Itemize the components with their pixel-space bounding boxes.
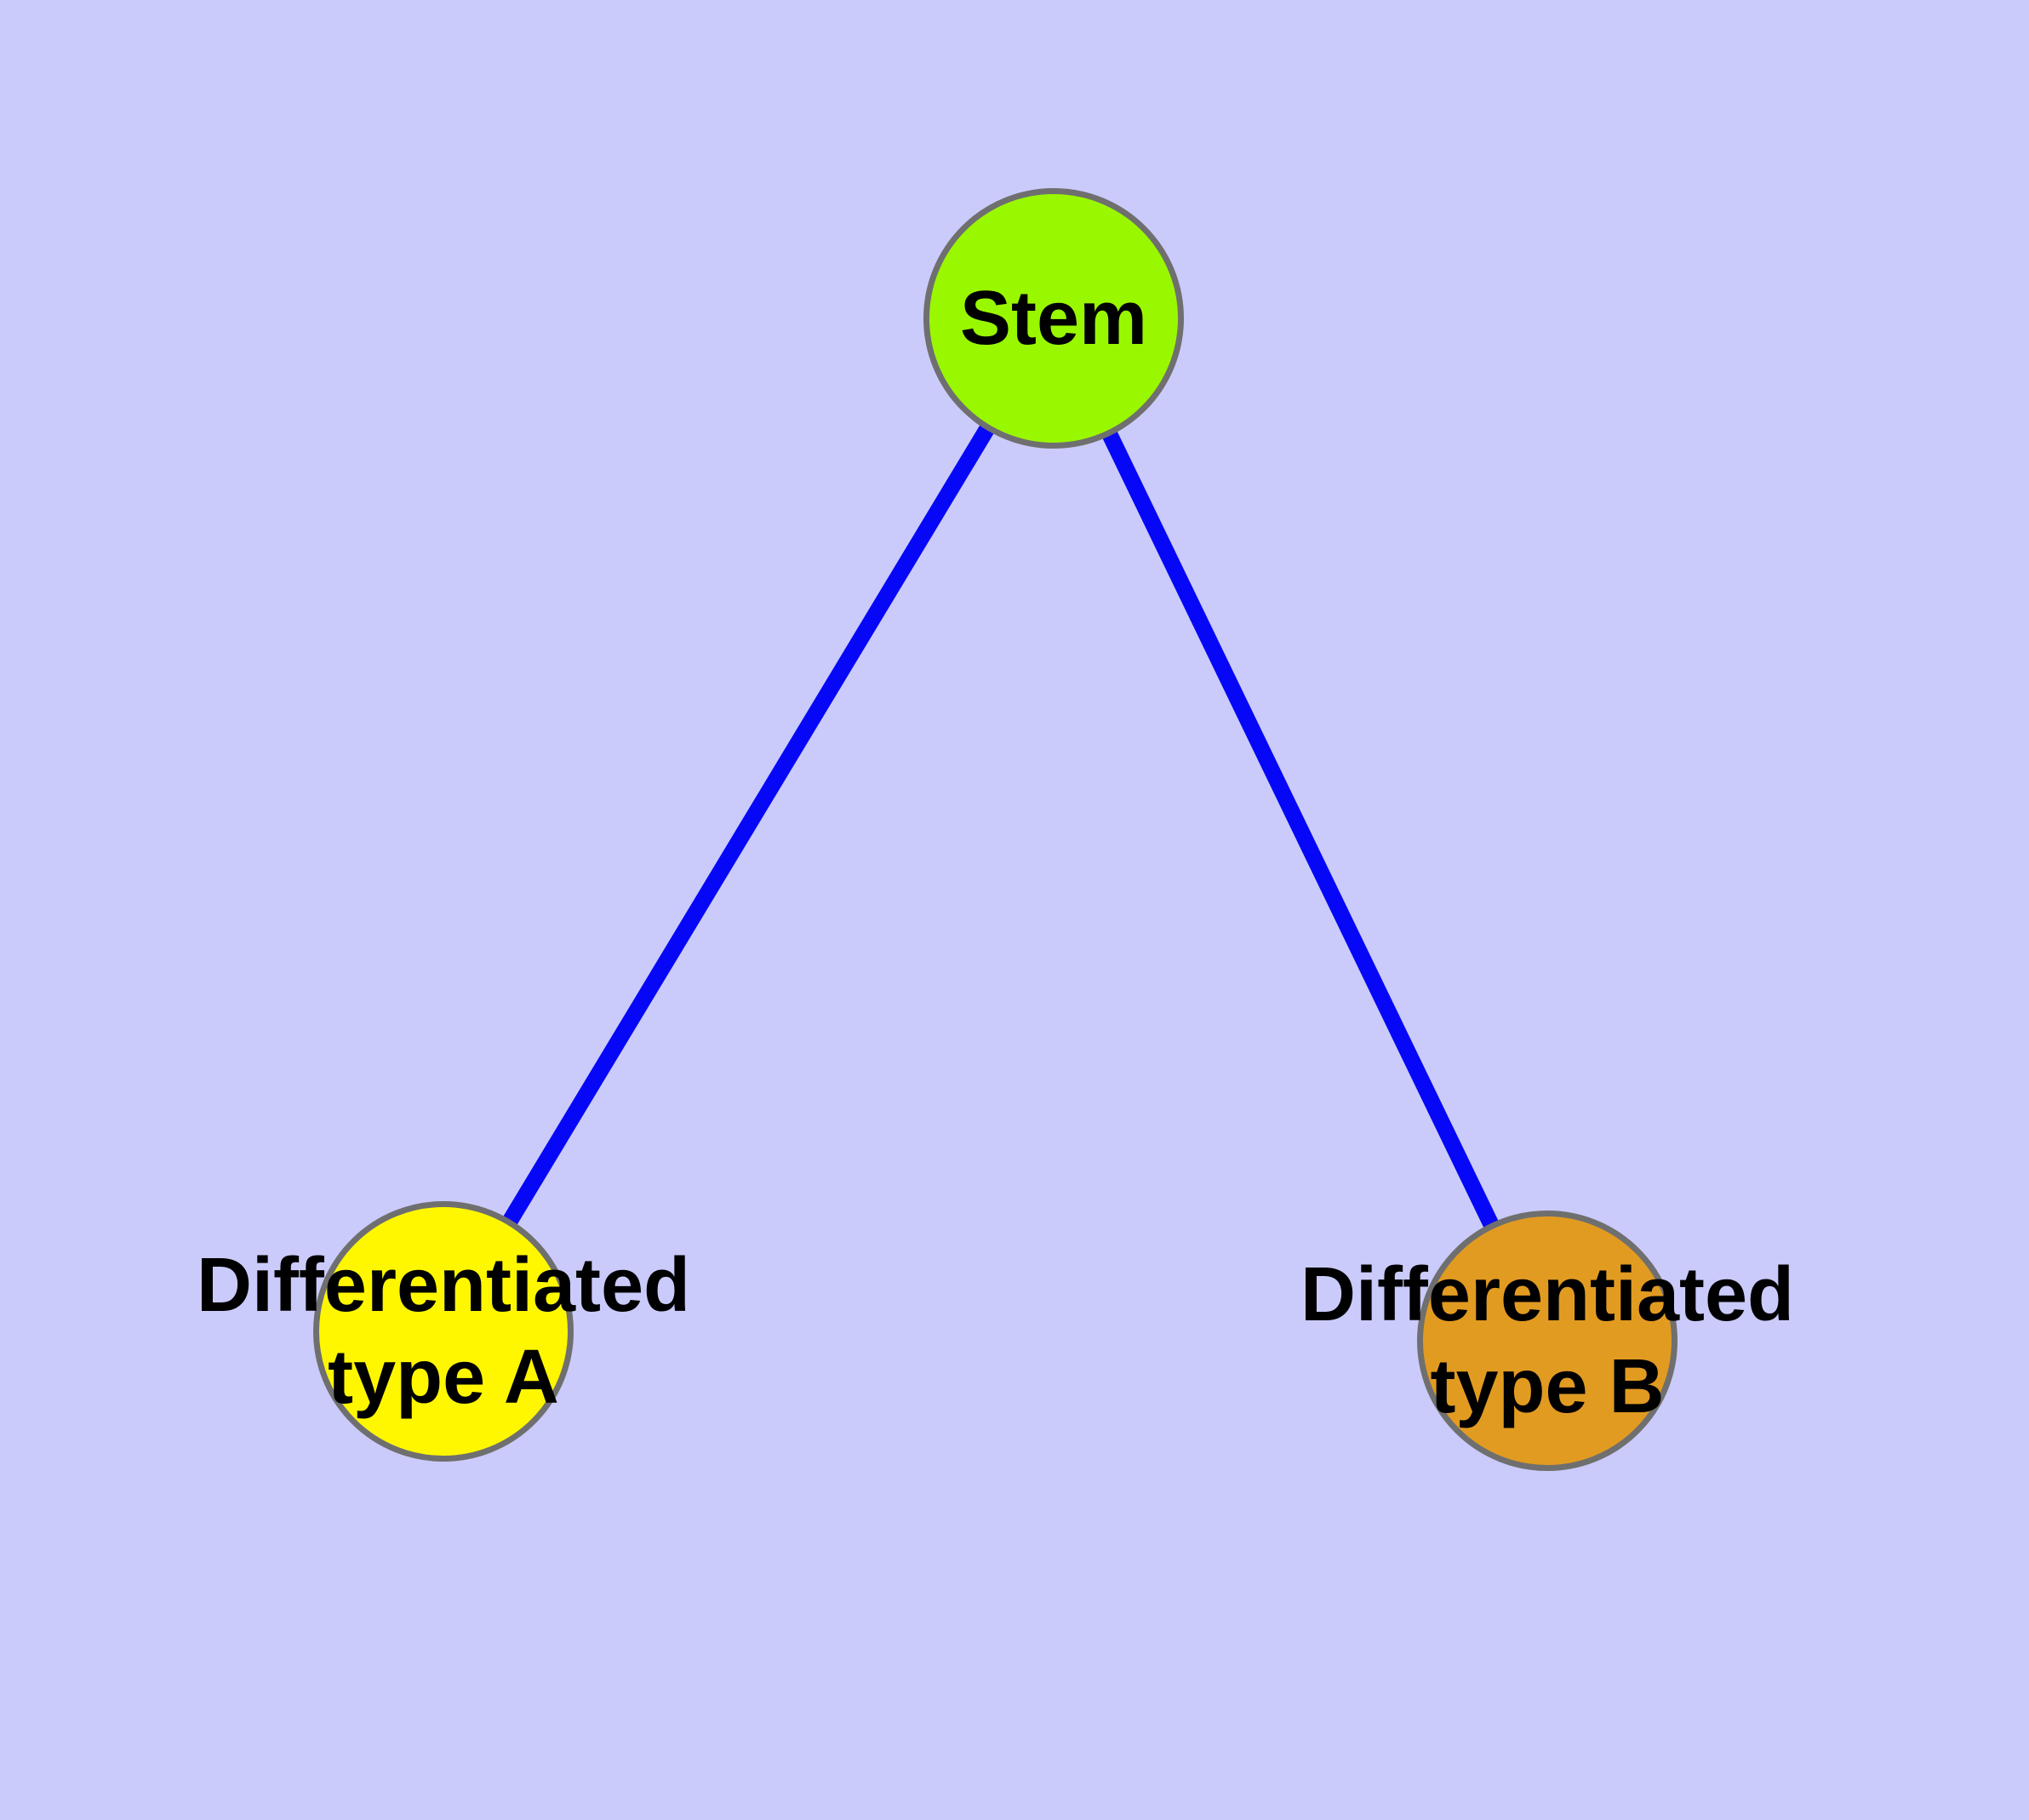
edge-stem-to-type-b[interactable] <box>1046 314 1555 1345</box>
node-stem[interactable] <box>923 188 1184 449</box>
node-differentiated-type-a[interactable] <box>313 1201 574 1462</box>
edge-stem-to-type-a[interactable] <box>436 314 1061 1336</box>
node-differentiated-type-b[interactable] <box>1417 1210 1677 1471</box>
